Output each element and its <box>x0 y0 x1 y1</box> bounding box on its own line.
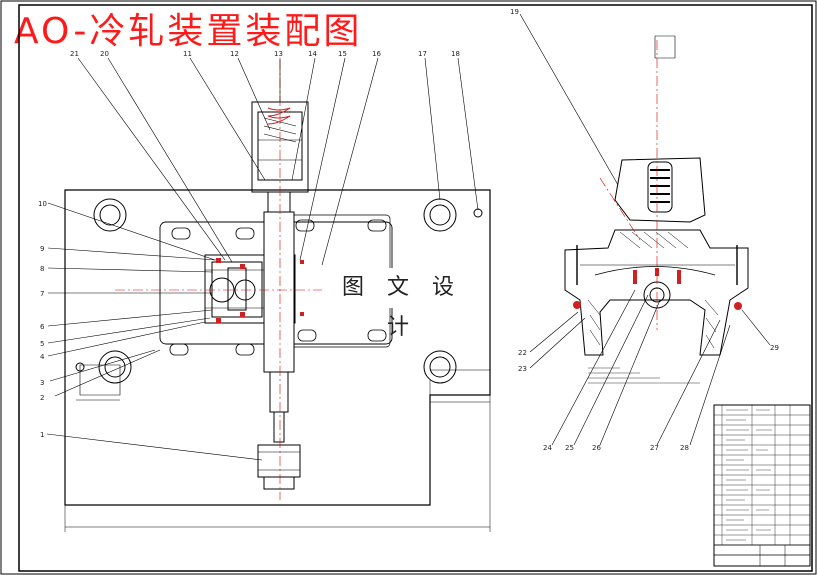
callout-15: 15 <box>338 50 347 58</box>
spindle <box>251 101 309 490</box>
section-red-parts <box>573 268 742 310</box>
callout-10: 10 <box>38 200 47 208</box>
callout-16: 16 <box>372 50 381 58</box>
parts-list-fill <box>726 409 772 541</box>
callout-2: 2 <box>40 394 44 402</box>
callout-20: 20 <box>100 50 109 58</box>
main-view <box>64 101 491 532</box>
bolt-slots <box>169 219 387 356</box>
callout-22: 22 <box>518 349 527 357</box>
callout-8: 8 <box>40 265 44 273</box>
section-centre-lines <box>599 40 658 330</box>
callout-6: 6 <box>40 323 45 331</box>
drawing-frame <box>18 4 813 572</box>
callout-numbers-main: 1 2 3 4 5 6 7 8 9 10 11 12 13 14 15 16 1… <box>38 8 519 439</box>
callout-5: 5 <box>40 340 44 348</box>
leader-lines <box>46 57 479 461</box>
callout-23: 23 <box>518 365 527 373</box>
callout-25: 25 <box>565 444 574 452</box>
arrow-block <box>654 35 676 59</box>
corner-holes <box>75 198 483 384</box>
callout-7: 7 <box>40 290 44 298</box>
callout-11: 11 <box>183 50 192 58</box>
watermark: 图 文 设 计 <box>322 268 482 340</box>
drawing-title: AO-冷轧装置装配图 <box>14 11 363 52</box>
technical-notes <box>588 367 700 384</box>
callout-19: 19 <box>510 8 519 16</box>
callout-9: 9 <box>40 245 44 253</box>
callout-17: 17 <box>418 50 427 58</box>
callout-27: 27 <box>650 444 659 452</box>
callout-28: 28 <box>680 444 689 452</box>
parts-list-table <box>713 404 811 567</box>
callout-13: 13 <box>274 50 283 58</box>
callout-26: 26 <box>592 444 601 452</box>
callout-3: 3 <box>40 379 44 387</box>
callout-1: 1 <box>40 431 44 439</box>
section-view <box>564 157 749 356</box>
callout-12: 12 <box>230 50 239 58</box>
centre-lines <box>115 60 330 500</box>
callout-14: 14 <box>308 50 317 58</box>
callout-4: 4 <box>40 353 45 361</box>
callout-24: 24 <box>543 444 552 452</box>
dimension-lines <box>64 380 491 532</box>
spring <box>267 107 291 125</box>
bolt-markers <box>216 258 304 323</box>
callout-numbers-section: 22 23 24 25 26 27 28 29 <box>518 344 779 452</box>
callout-21: 21 <box>70 50 79 58</box>
callout-18: 18 <box>451 50 460 58</box>
callout-29: 29 <box>770 344 779 352</box>
